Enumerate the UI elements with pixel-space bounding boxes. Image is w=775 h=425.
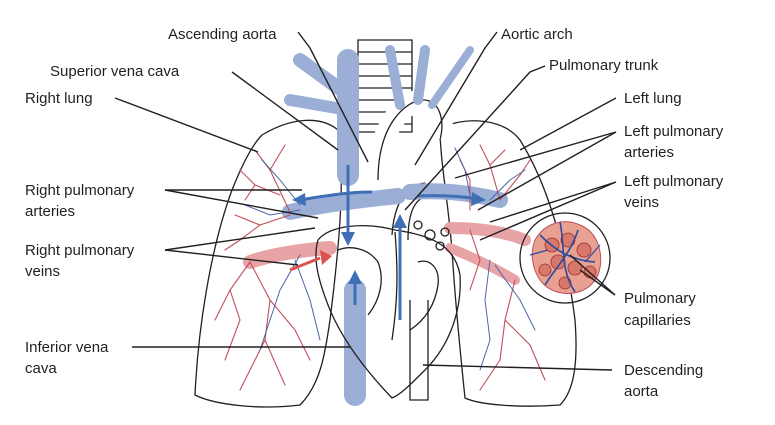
label-left-lung: Left lung	[624, 90, 682, 107]
label-descending-aorta-line2: aorta	[624, 383, 659, 400]
label-right-pulmonary-veins-line1: Right pulmonary	[25, 242, 135, 259]
descending-aorta-vessel	[409, 300, 429, 401]
label-pulmonary-trunk: Pulmonary trunk	[549, 57, 659, 74]
superior-vena-cava	[284, 49, 359, 186]
label-left-pulmonary-arteries-line2: arteries	[624, 144, 674, 161]
label-right-pulmonary-arteries-line2: arteries	[25, 203, 75, 220]
right-lung-branches	[214, 144, 321, 391]
left-lung-branches	[454, 144, 546, 391]
leader-lines	[114, 31, 617, 371]
label-superior-vena-cava: Superior vena cava	[50, 63, 180, 80]
heart	[315, 220, 461, 399]
label-pulmonary-capillaries-line1: Pulmonary	[624, 290, 696, 307]
pulmonary-veins	[243, 222, 531, 285]
label-right-pulmonary-arteries-line1: Right pulmonary	[25, 182, 135, 199]
label-inferior-vena-cava-line1: Inferior vena	[25, 339, 109, 356]
pulmonary-capillaries-inset	[519, 212, 611, 304]
label-inferior-vena-cava-line2: cava	[25, 360, 57, 377]
label-ascending-aorta: Ascending aorta	[168, 26, 277, 43]
label-left-pulmonary-arteries-line1: Left pulmonary	[624, 123, 724, 140]
label-pulmonary-capillaries-line2: capillaries	[624, 312, 691, 329]
blood-flow-arrows	[289, 165, 486, 320]
label-left-pulmonary-veins-line1: Left pulmonary	[624, 173, 724, 190]
labels: Ascending aorta Aortic arch Superior ven…	[25, 26, 724, 400]
aortic-arch-vessel	[367, 45, 474, 181]
label-descending-aorta-line1: Descending	[624, 362, 703, 379]
label-aortic-arch: Aortic arch	[501, 26, 573, 43]
label-left-pulmonary-veins-line2: veins	[624, 194, 659, 211]
label-right-lung: Right lung	[25, 90, 93, 107]
label-right-pulmonary-veins-line2: veins	[25, 263, 60, 280]
